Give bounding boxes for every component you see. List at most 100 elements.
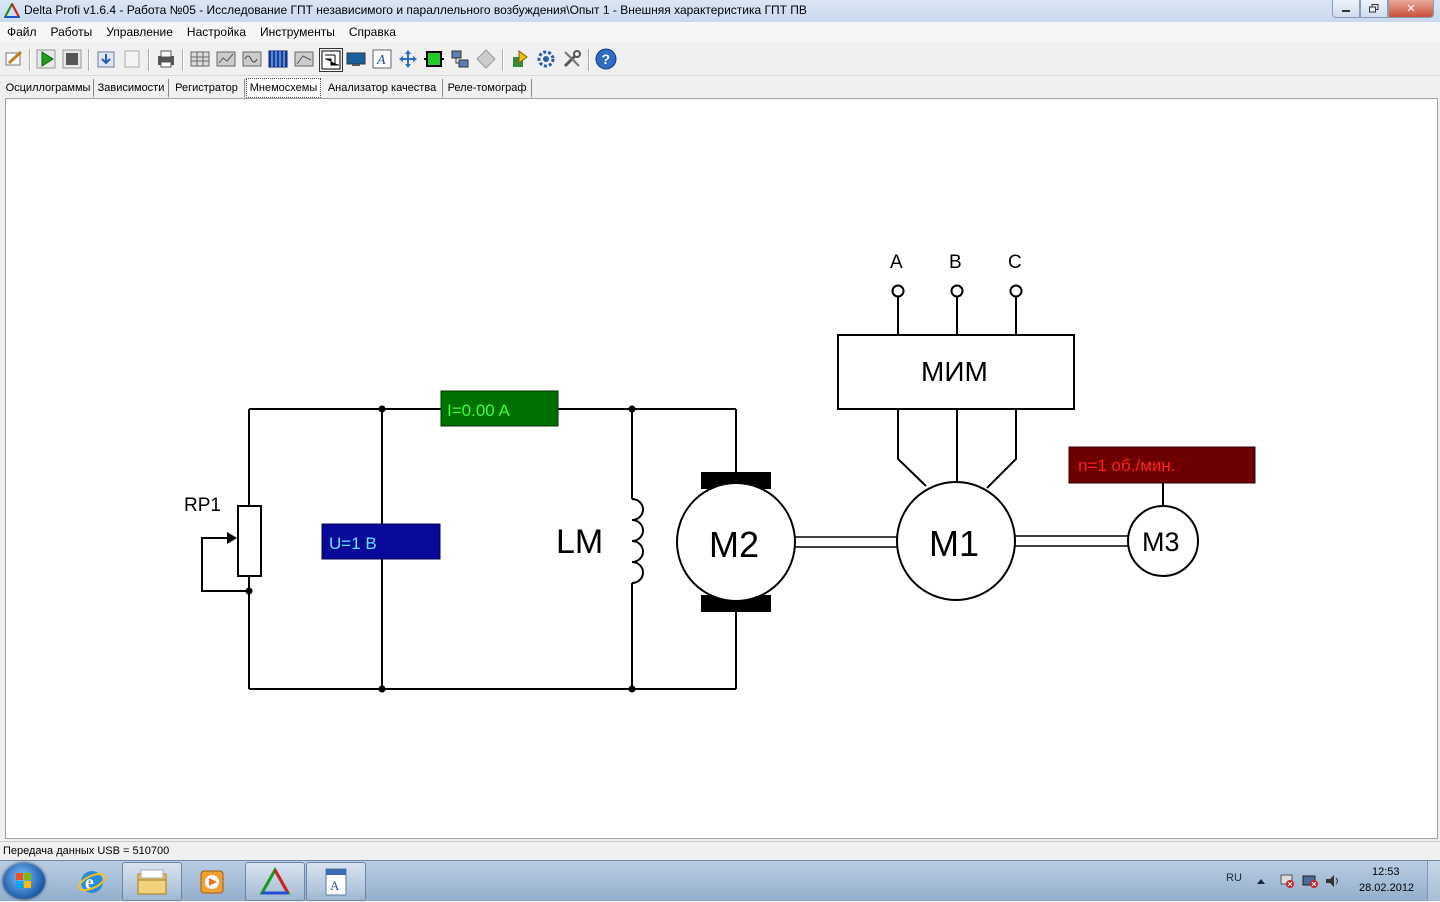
start-button[interactable]: [3, 863, 45, 899]
run-button[interactable]: [35, 48, 57, 70]
menu-tools[interactable]: Инструменты: [260, 25, 335, 39]
taskbar-media[interactable]: [182, 862, 242, 901]
voltage-meter-box: [321, 523, 441, 560]
motor-m2-symbol: [676, 482, 796, 602]
stop-button[interactable]: [61, 48, 83, 70]
menu-help[interactable]: Справка: [348, 25, 396, 39]
show-desktop-button[interactable]: [1427, 861, 1440, 901]
trend-icon: [294, 51, 314, 67]
windows-logo-icon: [16, 873, 31, 888]
field-winding-coil: [631, 498, 644, 584]
connect-button[interactable]: [509, 48, 531, 70]
phase-b-label: B: [949, 252, 962, 273]
menu-works[interactable]: Работы: [50, 25, 93, 39]
oscilloscope-icon: [242, 51, 262, 67]
tab-strip: Осциллограммы Зависимости Регистратор Мн…: [0, 78, 1440, 98]
taskbar-word[interactable]: A: [306, 862, 366, 901]
motor-m1-label: M1: [929, 523, 979, 564]
terminal-b: [950, 284, 964, 298]
printer-icon: [158, 50, 174, 68]
import-icon: [97, 51, 115, 68]
phase-c-label: C: [1008, 252, 1022, 273]
taskbar-ie[interactable]: e: [62, 862, 122, 901]
volume-icon[interactable]: [1325, 874, 1341, 888]
print-button[interactable]: [155, 48, 177, 70]
speed-meter[interactable]: n=1 об./мин.: [1078, 456, 1176, 475]
play-icon: [36, 49, 56, 69]
menu-control[interactable]: Управление: [106, 25, 173, 39]
network-tray-icon[interactable]: [1302, 874, 1318, 888]
help-button[interactable]: ?: [595, 48, 617, 70]
chevron-up-icon[interactable]: [1255, 874, 1271, 888]
document-icon: [124, 50, 140, 68]
status-bar: Передача данных USB = 510700: [0, 841, 1440, 861]
current-meter-box: [440, 390, 559, 427]
chart-view-button[interactable]: [215, 48, 237, 70]
edit-icon: [5, 50, 23, 66]
element-icon: [424, 51, 444, 67]
rheostat-rp1: [237, 505, 262, 577]
minimize-button[interactable]: [1332, 0, 1360, 18]
delta-app-icon: [259, 866, 291, 894]
terminal-a: [891, 284, 905, 298]
tab-mnemonic[interactable]: Мнемосхемы: [246, 78, 321, 98]
tab-quality-analyzer[interactable]: Анализатор качества: [322, 79, 443, 97]
tab-dependencies[interactable]: Зависимости: [94, 79, 169, 97]
folder-icon: [137, 869, 167, 894]
document-app-icon: A: [325, 868, 347, 895]
mnemonic-button[interactable]: [319, 48, 343, 72]
mnemonic-canvas: RP1 I=0.00 A U=1 B LM M2 M1 M3 МИМ A B C…: [5, 98, 1438, 839]
network-icon: [451, 50, 469, 68]
clock-time[interactable]: 12:53: [1372, 866, 1400, 878]
import-button[interactable]: [95, 48, 117, 70]
diamond-icon: [476, 49, 496, 69]
maximize-button[interactable]: [1360, 0, 1388, 18]
current-meter[interactable]: I=0.00 A: [447, 401, 511, 420]
move-button[interactable]: [397, 48, 419, 70]
window-title: Delta Profi v1.6.4 - Работа №05 - Исслед…: [24, 3, 807, 17]
svg-text:?: ?: [602, 51, 611, 67]
tab-recorder[interactable]: Регистратор: [169, 79, 245, 97]
rheostat-label: RP1: [184, 495, 221, 516]
network-button[interactable]: [449, 48, 471, 70]
tools-button[interactable]: [561, 48, 583, 70]
monitor-button[interactable]: [345, 48, 367, 70]
chart-icon: [216, 51, 236, 67]
move-icon: [399, 50, 417, 68]
motor-m2-label: M2: [709, 524, 759, 565]
restore-icon: [1369, 4, 1379, 13]
disabled-tool-button[interactable]: [475, 48, 497, 70]
circuit-diagram: RP1 I=0.00 A U=1 B LM M2 M1 M3 МИМ A B C…: [184, 252, 1256, 693]
settings-button[interactable]: [535, 48, 557, 70]
taskbar-explorer[interactable]: [122, 862, 182, 901]
table-icon: [190, 51, 210, 67]
wrench-icon: [563, 50, 581, 68]
voltage-meter[interactable]: U=1 B: [329, 534, 377, 553]
tab-oscillograms[interactable]: Осциллограммы: [3, 79, 94, 97]
menu-bar: Файл Работы Управление Настройка Инструм…: [0, 22, 1440, 42]
table-view-button[interactable]: [189, 48, 211, 70]
edit-button[interactable]: [3, 48, 25, 70]
document-button[interactable]: [121, 48, 143, 70]
language-indicator[interactable]: RU: [1226, 872, 1242, 884]
mnemonic-icon: [321, 50, 341, 70]
converter-label: МИМ: [921, 356, 988, 387]
taskbar-delta[interactable]: [245, 862, 305, 901]
speed-meter-box: [1068, 446, 1256, 484]
title-bar: Delta Profi v1.6.4 - Работа №05 - Исслед…: [0, 0, 1440, 23]
text-button[interactable]: A: [371, 48, 393, 70]
scope-view-button[interactable]: [241, 48, 263, 70]
menu-settings[interactable]: Настройка: [186, 25, 246, 39]
element-button[interactable]: [423, 48, 445, 70]
trend-button[interactable]: [293, 48, 315, 70]
clock-date[interactable]: 28.02.2012: [1359, 882, 1415, 894]
close-button[interactable]: ✕: [1388, 0, 1434, 18]
flag-icon[interactable]: [1279, 874, 1295, 888]
menu-file[interactable]: Файл: [7, 25, 37, 39]
stop-icon: [62, 49, 82, 69]
tab-relay-tomograph[interactable]: Реле-томограф: [443, 79, 532, 97]
svg-text:e: e: [85, 872, 94, 894]
motor-m3-label: M3: [1142, 527, 1180, 557]
grid-icon: [268, 50, 288, 68]
grid-view-button[interactable]: [267, 48, 289, 70]
